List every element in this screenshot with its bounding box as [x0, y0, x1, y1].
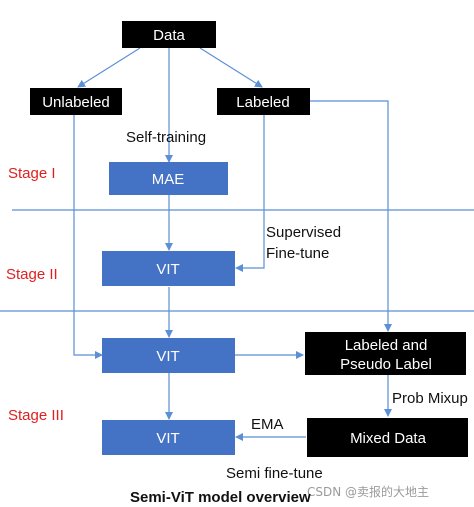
arrow-unlabeled-to-vit-stage3 [73, 115, 103, 359]
vit-stage3a-box [102, 338, 235, 373]
data-box [122, 21, 216, 48]
labeled-pseudo-box [305, 332, 466, 375]
ema-label: EMA [251, 416, 284, 433]
labeled-box [217, 88, 310, 115]
unlabeled-box [30, 88, 122, 115]
supervised-label-line1: Supervised [266, 224, 341, 241]
supervised-label-line2: Fine-tune [266, 245, 329, 262]
unlabeled-label: Unlabeled [42, 94, 110, 111]
data-label: Data [153, 27, 185, 44]
arrow-labeled-to-pseudo [310, 100, 392, 332]
vit-stage2-label: VIT [156, 261, 179, 278]
self-training-label: Self-training [126, 129, 206, 146]
watermark: CSDN @卖报的大地主 [307, 484, 429, 499]
diagram-caption: Semi-ViT model overview [130, 489, 311, 506]
arrow-labeled-to-vit-stage2 [235, 115, 265, 272]
arrow-data-to-labeled [199, 47, 263, 88]
stage3-label: Stage III [8, 407, 64, 424]
mixed-data-label: Mixed Data [350, 430, 427, 447]
semi-finetune-label: Semi fine-tune [226, 465, 323, 482]
labeled-label: Labeled [236, 94, 289, 111]
stage1-label: Stage I [8, 165, 56, 182]
mixed-data-box [307, 418, 468, 457]
labeled-pseudo-label-line1: Labeled and [345, 337, 428, 354]
arrow-data-to-unlabeled [77, 47, 141, 88]
prob-mixup-label: Prob Mixup [392, 390, 468, 407]
vit-stage2-box [102, 251, 235, 286]
mae-label: MAE [152, 171, 185, 188]
labeled-pseudo-label-line2: Pseudo Label [340, 356, 432, 373]
vit-stage3a-label: VIT [156, 348, 179, 365]
vit-final-label: VIT [156, 430, 179, 447]
vit-final-box [102, 420, 235, 455]
mae-box [109, 162, 228, 195]
stage2-label: Stage II [6, 266, 58, 283]
